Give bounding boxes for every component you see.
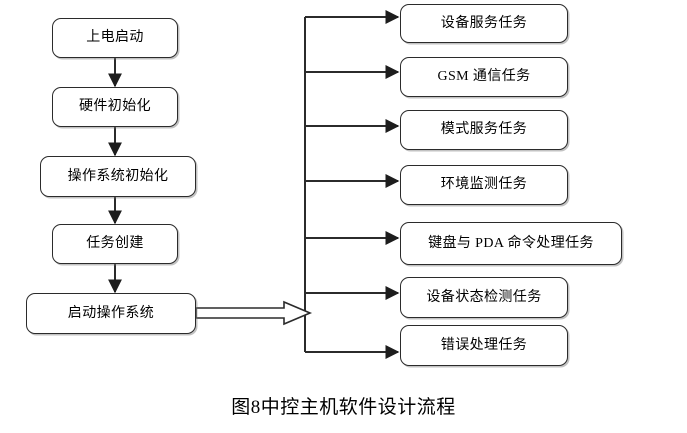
task-env-monitor[interactable]: 环境监测任务 <box>400 165 568 205</box>
task-env-monitor-label: 环境监测任务 <box>440 177 528 193</box>
task-keyboard-pda-label: 键盘与 PDA 命令处理任务 <box>428 235 594 251</box>
step-hw-init-label: 硬件初始化 <box>79 99 151 115</box>
step-hw-init[interactable]: 硬件初始化 <box>52 87 178 127</box>
task-device-status[interactable]: 设备状态检测任务 <box>400 277 568 318</box>
task-device-service[interactable]: 设备服务任务 <box>400 4 568 43</box>
branch-arrow-group <box>305 10 400 359</box>
arrow-os-start-to-tasks <box>195 300 313 326</box>
task-gsm-comm-label: GSM 通信任务 <box>437 69 531 85</box>
step-os-start[interactable]: 启动操作系统 <box>26 293 196 334</box>
step-power-on[interactable]: 上电启动 <box>52 18 178 58</box>
task-device-status-label: 设备状态检测任务 <box>426 289 542 305</box>
figure-caption: 图8中控主机软件设计流程 <box>231 397 456 418</box>
step-os-init-label: 操作系统初始化 <box>67 168 169 184</box>
task-error-handling[interactable]: 错误处理任务 <box>400 325 568 366</box>
task-error-handling-label: 错误处理任务 <box>440 337 528 353</box>
step-task-create[interactable]: 任务创建 <box>52 224 178 264</box>
step-power-on-label: 上电启动 <box>86 30 144 46</box>
step-os-start-label: 启动操作系统 <box>67 305 155 321</box>
task-gsm-comm[interactable]: GSM 通信任务 <box>400 57 568 97</box>
step-os-init[interactable]: 操作系统初始化 <box>40 156 196 197</box>
task-keyboard-pda[interactable]: 键盘与 PDA 命令处理任务 <box>400 222 622 265</box>
task-device-service-label: 设备服务任务 <box>440 15 528 31</box>
task-mode-service[interactable]: 模式服务任务 <box>400 110 568 150</box>
task-mode-service-label: 模式服务任务 <box>440 122 528 138</box>
block-arrow-group <box>195 300 313 326</box>
step-task-create-label: 任务创建 <box>86 236 144 252</box>
